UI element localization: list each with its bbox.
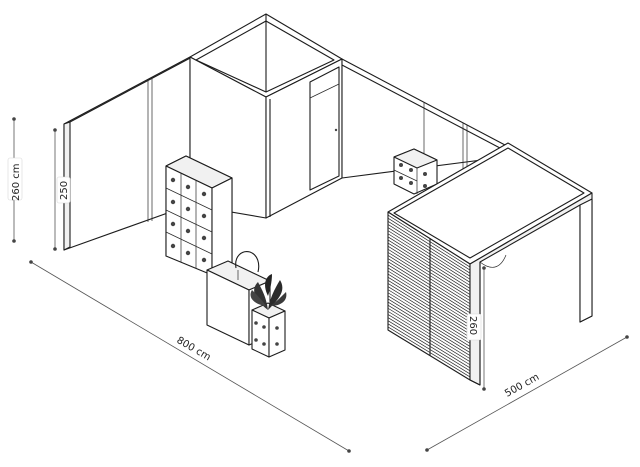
dim-storage-height: 260: [466, 266, 486, 391]
slat-line: [387, 217, 471, 271]
slat-line: [387, 267, 471, 320]
left-back-wall: [63, 55, 195, 251]
slat-line: [387, 227, 471, 280]
slat-line: [387, 317, 471, 369]
slat-line: [387, 248, 471, 301]
slat-line: [387, 233, 471, 286]
slat-line: [387, 314, 471, 366]
storage-slats: [387, 214, 471, 378]
door-handle-icon: [334, 128, 338, 132]
slat-line: [387, 261, 471, 314]
dim-length: 800 cm: [29, 260, 351, 453]
slat-line: [387, 239, 471, 292]
slat-line: [387, 289, 471, 341]
slat-line: [387, 323, 471, 375]
plant-icon: [250, 274, 287, 310]
slat-line: [387, 255, 471, 308]
slat-line: [387, 307, 471, 359]
slat-line: [387, 270, 471, 323]
slat-line: [387, 283, 471, 335]
slat-line: [387, 242, 471, 295]
slat-line: [387, 245, 471, 298]
left-cube-shelf: [165, 155, 233, 276]
dim-length-label: 800 cm: [175, 335, 213, 363]
slat-line: [387, 273, 471, 326]
slat-line: [387, 304, 471, 356]
slat-line: [387, 264, 471, 317]
slat-line: [387, 320, 471, 372]
slat-line: [387, 311, 471, 362]
dim-width-label: 500 cm: [503, 372, 541, 400]
slat-line: [387, 301, 471, 353]
slat-line: [387, 276, 471, 329]
dim-inner-height-label: 250: [59, 181, 70, 200]
slat-line: [387, 258, 471, 311]
slat-line: [387, 298, 471, 350]
chair-icon: [235, 251, 260, 280]
slat-line: [387, 280, 471, 332]
plant-pedestal: [251, 302, 286, 358]
slat-line: [387, 214, 471, 268]
slat-line: [387, 252, 471, 304]
slat-line: [387, 224, 471, 277]
slat-line: [387, 286, 471, 338]
slat-line: [387, 230, 471, 283]
slat-line: [387, 221, 471, 274]
dim-inner-height: 250: [53, 128, 71, 251]
slat-line: [387, 292, 471, 344]
dim-outer-height-label: 260 cm: [11, 163, 22, 201]
back-cube-shelf: [393, 148, 438, 195]
dim-storage-height-label: 260: [467, 316, 478, 335]
storage-unit: [387, 142, 593, 386]
dim-outer-height: 260 cm: [7, 117, 23, 243]
slat-line: [387, 326, 471, 378]
slat-line: [387, 236, 471, 289]
slat-line: [387, 295, 471, 347]
